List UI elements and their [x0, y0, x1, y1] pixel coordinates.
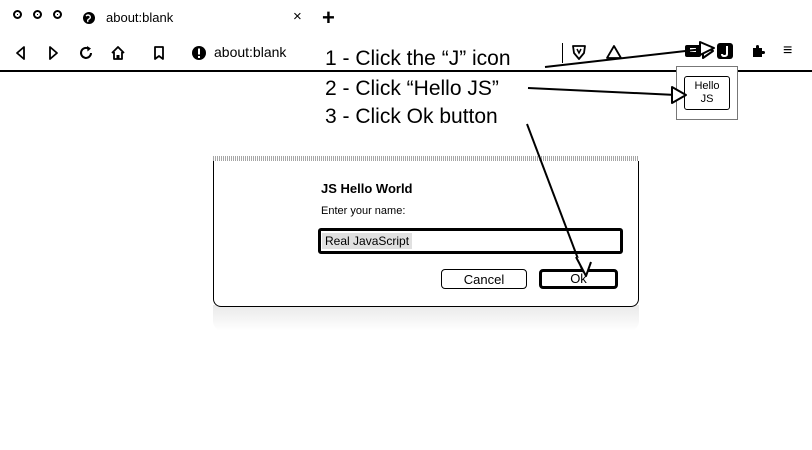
bookmark-icon[interactable] [151, 45, 167, 61]
address-bar[interactable]: about:blank [214, 44, 287, 60]
forward-icon[interactable] [45, 45, 61, 61]
dialog-prompt-label: Enter your name: [321, 205, 406, 217]
tab-strip: about:blank × + [0, 0, 812, 36]
close-window-icon[interactable] [13, 10, 22, 19]
maximize-window-icon[interactable] [53, 10, 62, 19]
new-tab-button[interactable]: + [322, 5, 335, 30]
warning-triangle-icon[interactable] [606, 44, 622, 60]
prompt-dialog: JS Hello World Enter your name: Cancel O… [213, 161, 639, 307]
hello-js-label-line2: JS [700, 93, 714, 105]
toolbar-divider [562, 43, 563, 63]
reload-icon[interactable] [78, 45, 94, 61]
input-selection-highlight [322, 233, 412, 249]
annotation-step-2: 2 - Click “Hello JS” [325, 77, 499, 100]
info-icon[interactable] [191, 45, 207, 61]
dialog-top-edge [213, 156, 639, 162]
menu-icon[interactable]: ≡ [783, 42, 793, 59]
minimize-window-icon[interactable] [33, 10, 42, 19]
shield-icon[interactable] [571, 44, 587, 60]
hello-js-label-line1: Hello [694, 80, 720, 92]
extension-popup: Hello JS [676, 66, 738, 120]
j-extension-icon[interactable] [716, 42, 734, 60]
arrow-step-3 [526, 123, 592, 277]
annotation-step-1: 1 - Click the “J” icon [325, 47, 511, 70]
tab-close-icon[interactable]: × [293, 8, 302, 25]
home-icon[interactable] [110, 45, 126, 61]
dialog-shadow [213, 305, 639, 331]
cancel-button[interactable]: Cancel [441, 269, 527, 289]
ok-button[interactable]: Ok [539, 269, 618, 289]
browser-toolbar: about:blank ≡ [0, 36, 812, 72]
puzzle-icon[interactable] [750, 43, 766, 59]
arrow-step-1 [544, 41, 715, 68]
annotation-step-3: 3 - Click Ok button [325, 105, 498, 128]
tab-title[interactable]: about:blank [106, 10, 174, 25]
arrow-step-2 [527, 86, 687, 104]
back-icon[interactable] [13, 45, 29, 61]
globe-icon [83, 12, 95, 24]
dialog-title: JS Hello World [321, 181, 413, 196]
